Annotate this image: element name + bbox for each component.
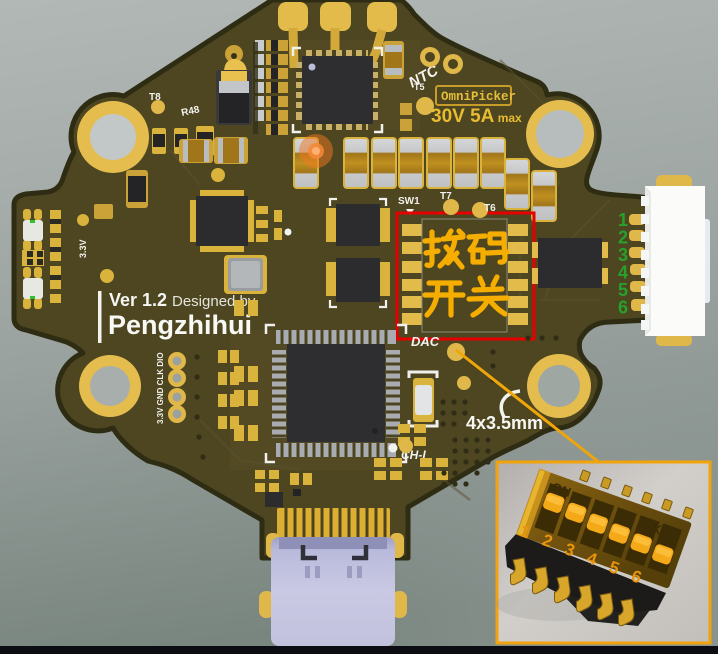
svg-text:T7: T7	[440, 191, 452, 202]
svg-text:KE: KE	[650, 520, 672, 540]
svg-text:5: 5	[618, 280, 628, 300]
svg-text:3.3V GND CLK DIO: 3.3V GND CLK DIO	[156, 352, 165, 424]
svg-text:R48: R48	[180, 104, 201, 119]
svg-text:Ver 1.2: Ver 1.2	[109, 290, 167, 310]
svg-text:3: 3	[618, 245, 628, 265]
svg-text:ON: ON	[550, 479, 573, 500]
svg-text:T8: T8	[149, 92, 161, 103]
svg-text:3.3V: 3.3V	[78, 239, 88, 258]
svg-text:1: 1	[618, 210, 628, 230]
svg-text:2: 2	[618, 228, 628, 248]
svg-text:OmniPicker: OmniPicker	[441, 90, 516, 104]
svg-text:6: 6	[618, 298, 628, 318]
svg-text:SW1: SW1	[398, 196, 420, 207]
svg-text:4x3.5mm: 4x3.5mm	[466, 413, 543, 433]
svg-text:T6: T6	[484, 203, 496, 214]
svg-text:T5: T5	[414, 82, 425, 92]
svg-text:4: 4	[618, 263, 628, 283]
svg-text:30V 5A max: 30V 5A max	[431, 106, 522, 127]
svg-text:DAC: DAC	[411, 334, 440, 349]
svg-text:Pengzhihui: Pengzhihui	[108, 310, 252, 340]
